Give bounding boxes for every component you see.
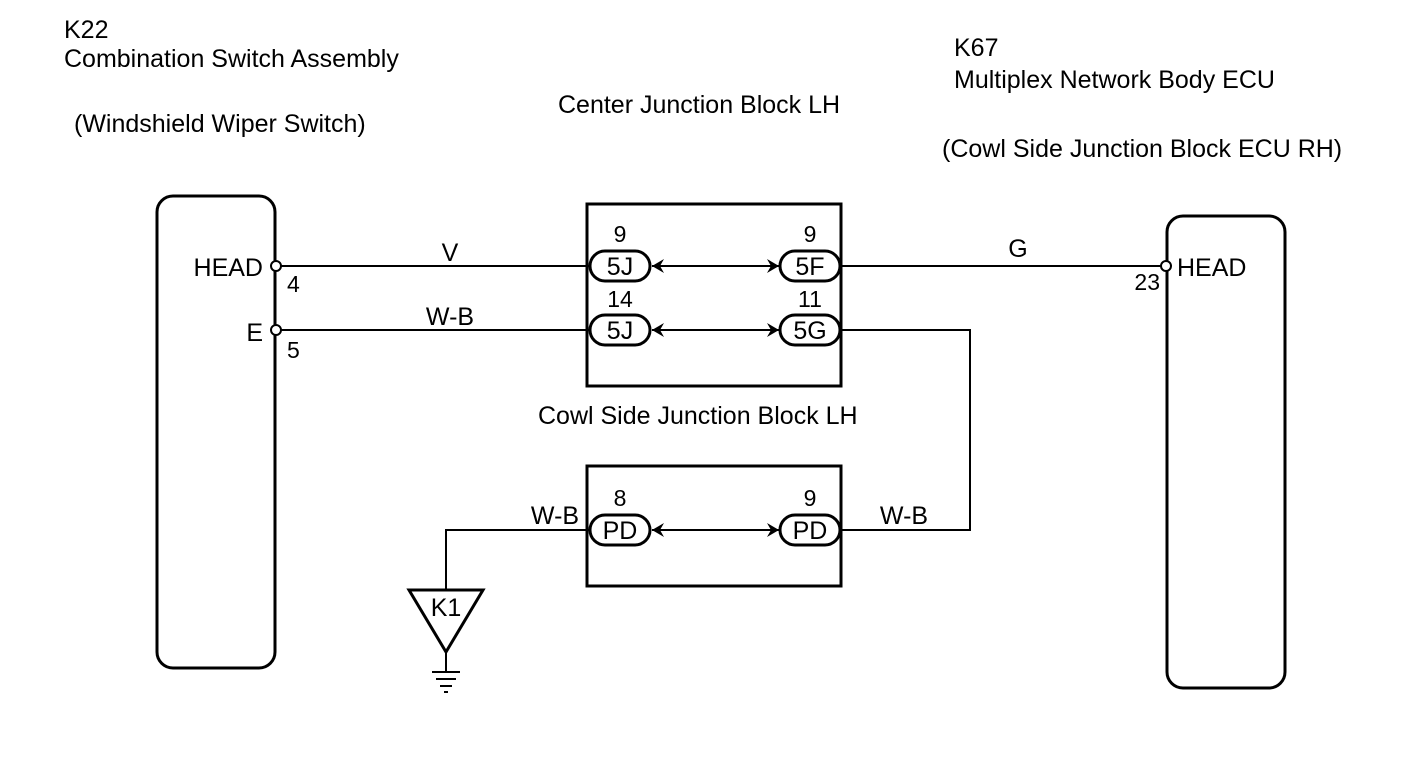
cjb-connector-4-code: 5G	[793, 317, 826, 345]
k22-pin-head-number: 4	[287, 271, 300, 297]
center-junction-block-title: Center Junction Block LH	[558, 91, 840, 119]
cjb-pin-3: 14	[607, 286, 633, 312]
cjb-connector-4	[778, 313, 842, 347]
k22-subname: (Windshield Wiper Switch)	[74, 110, 366, 138]
cowl-connector-2	[778, 513, 842, 547]
ground-point-label: K1	[431, 594, 462, 622]
cjb-connector-1-code: 5J	[607, 253, 633, 281]
k22-pin-head-label: HEAD	[194, 254, 263, 282]
cjb-connector-3	[588, 313, 652, 347]
wire-label-g: G	[1008, 235, 1027, 263]
k22-code: K22	[64, 16, 108, 44]
arrow-left-icon	[652, 259, 664, 537]
cowl-junction-block-title: Cowl Side Junction Block LH	[538, 402, 858, 430]
k67-subname: (Cowl Side Junction Block ECU RH)	[942, 135, 1342, 163]
k22-pin-e-number: 5	[287, 337, 300, 363]
cowl-connector-1	[588, 513, 652, 547]
cjb-pin-2: 9	[804, 221, 817, 247]
ground-point-k1	[406, 588, 486, 655]
wire-wb-to-ground	[445, 529, 590, 592]
ground-icon	[432, 652, 460, 693]
k67-name: Multiplex Network Body ECU	[954, 66, 1275, 94]
wire-label-v: V	[442, 239, 459, 267]
cjb-connector-2	[778, 249, 842, 283]
k22-head-terminal-icon	[270, 260, 282, 272]
k67-pin-head-number: 23	[1134, 269, 1160, 295]
k22-pin-e-label: E	[246, 319, 263, 347]
k67-ecu-body	[1165, 214, 1287, 690]
arrow-right-icon	[767, 259, 779, 537]
k67-pin-head-label: HEAD	[1177, 254, 1246, 282]
cjb-connector-3-code: 5J	[607, 317, 633, 345]
cjb-connector-1	[588, 249, 652, 283]
center-junction-block-box	[585, 202, 843, 388]
cowl-connector-1-code: PD	[603, 517, 638, 545]
cowl-connector-2-code: PD	[793, 517, 828, 545]
cjb-pin-4: 11	[798, 286, 822, 312]
k22-name: Combination Switch Assembly	[64, 45, 399, 73]
cowl-pin-1: 8	[614, 485, 627, 511]
wire-label-wb-right: W-B	[880, 502, 928, 530]
cowl-pin-2: 9	[804, 485, 817, 511]
cjb-pin-1: 9	[614, 221, 627, 247]
k67-code: K67	[954, 34, 998, 62]
wire-label-wb-ground: W-B	[531, 502, 579, 530]
k67-head-terminal-icon	[1160, 260, 1172, 272]
wire-wb-to-cowl	[838, 329, 971, 531]
k22-e-terminal-icon	[270, 324, 282, 336]
k22-switch-body	[155, 194, 277, 670]
wire-label-wb-top: W-B	[426, 303, 474, 331]
cjb-connector-2-code: 5F	[795, 253, 824, 281]
